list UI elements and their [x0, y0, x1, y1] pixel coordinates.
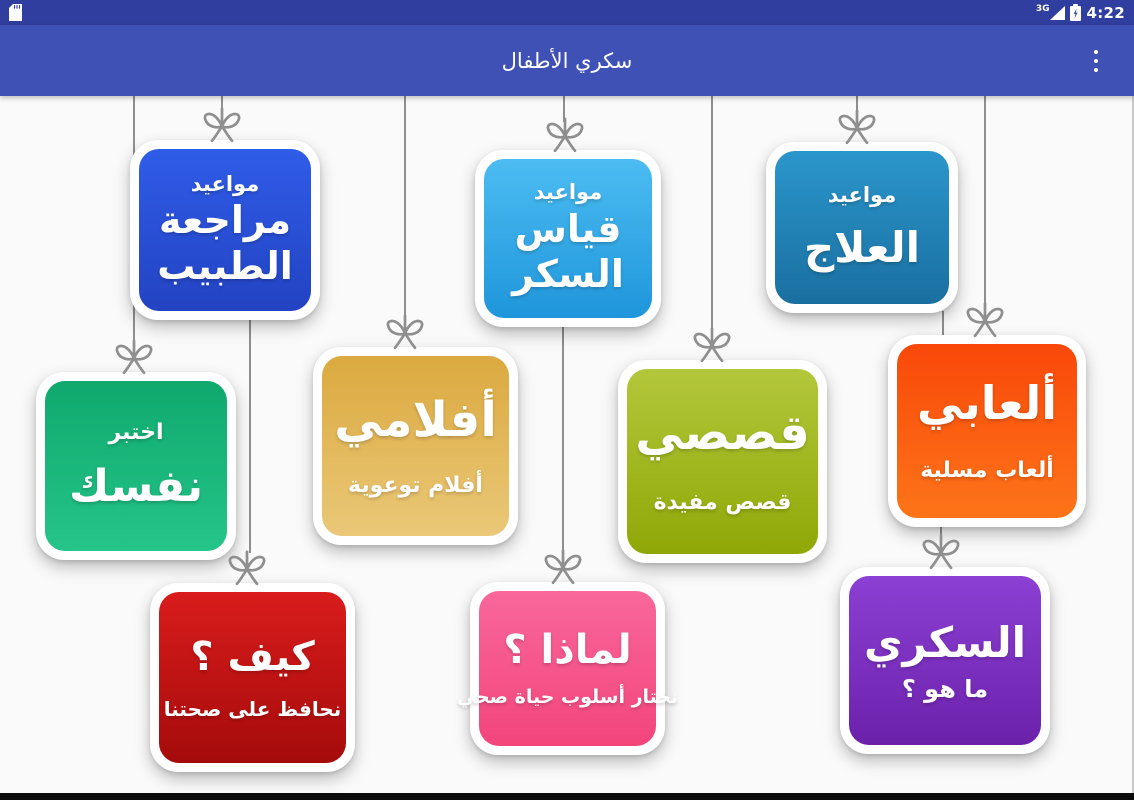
app-bar: سكري الأطفال — [0, 25, 1134, 96]
card-text-big: قصصي — [635, 405, 810, 462]
hanging-string — [984, 96, 986, 307]
hanging-string — [563, 96, 565, 122]
card-text-small: قصص مفيدة — [653, 490, 792, 516]
card-text-small: نحافظ على صحتنا — [163, 696, 342, 721]
ribbon-bow-icon — [961, 300, 1009, 338]
card-text-big: أفلامي — [334, 391, 497, 448]
hanging-string — [562, 325, 564, 552]
card-face: أفلامي أفلام توعوية — [322, 356, 509, 536]
ribbon-bow-icon — [833, 107, 881, 145]
card-text-big: السكر — [512, 252, 624, 297]
overflow-dot — [1093, 67, 1099, 73]
card-text-small: أفلام توعوية — [348, 472, 483, 498]
card-text-small: اختبر — [108, 420, 164, 446]
card-text-small: ألعاب مسلية — [920, 458, 1054, 484]
card-my-stories[interactable]: قصصي قصص مفيدة — [618, 360, 827, 563]
card-text-small: ما هو ؟ — [901, 674, 989, 703]
card-text-big: قياس — [514, 206, 622, 251]
card-text-big: نفسك — [69, 460, 203, 512]
card-text-small: نختار أسلوب حياة صحي — [456, 686, 679, 709]
page-title: سكري الأطفال — [501, 48, 633, 73]
hanging-string — [942, 311, 944, 340]
battery-icon — [1070, 4, 1082, 21]
card-face: السكري ما هو ؟ — [849, 576, 1041, 745]
overflow-dot — [1093, 58, 1099, 64]
card-text-big: لماذا ؟ — [503, 627, 632, 674]
ribbon-bow-icon — [541, 115, 589, 153]
card-treatment-appointments[interactable]: مواعيد العلاج — [766, 142, 958, 313]
network-type-label: 3G — [1035, 3, 1050, 14]
card-face: قصصي قصص مفيدة — [627, 369, 818, 554]
card-face: مواعيد العلاج — [775, 151, 949, 304]
card-face: لماذا ؟ نختار أسلوب حياة صحي — [457, 591, 678, 746]
hanging-string — [856, 96, 858, 114]
overflow-dot — [1093, 49, 1099, 55]
card-text-big: الطبيب — [157, 243, 293, 288]
hanging-string — [404, 96, 406, 319]
signal-3g-icon: 3G — [1035, 3, 1066, 20]
ribbon-bow-icon — [110, 337, 158, 375]
overflow-menu-button[interactable] — [1082, 43, 1110, 79]
card-test-yourself[interactable]: اختبر نفسك — [36, 372, 236, 560]
ribbon-bow-icon — [198, 105, 246, 143]
screen-edge-line — [1132, 96, 1134, 793]
status-bar: 3G 4:22 — [0, 0, 1134, 25]
card-text-big: مراجعة — [158, 198, 292, 243]
card-face: كيف ؟ نحافظ على صحتنا — [159, 592, 346, 763]
ribbon-bow-icon — [917, 532, 965, 570]
card-text-big: العلاج — [803, 222, 921, 272]
hanging-string — [711, 96, 713, 332]
ribbon-bow-icon — [688, 325, 736, 363]
card-face: اختبر نفسك — [45, 381, 227, 551]
card-my-games[interactable]: ألعابي ألعاب مسلية — [888, 335, 1086, 527]
card-text-big: كيف ؟ — [190, 633, 315, 680]
ribbon-bow-icon — [381, 312, 429, 350]
card-text-big: ألعابي — [916, 375, 1058, 430]
card-why-healthy-lifestyle[interactable]: لماذا ؟ نختار أسلوب حياة صحي — [457, 582, 678, 755]
card-text-small: مواعيد — [827, 183, 897, 208]
hanging-string — [249, 318, 251, 553]
clock-text: 4:22 — [1086, 3, 1125, 22]
hanging-string — [221, 96, 223, 112]
card-text-small: مواعيد — [190, 171, 260, 196]
card-my-films[interactable]: أفلامي أفلام توعوية — [313, 347, 518, 545]
card-how-keep-healthy[interactable]: كيف ؟ نحافظ على صحتنا — [150, 583, 355, 772]
card-what-is-diabetes[interactable]: السكري ما هو ؟ — [840, 567, 1050, 754]
ribbon-bow-icon — [223, 548, 271, 586]
sd-card-icon — [9, 4, 22, 21]
hanging-string — [940, 525, 942, 539]
card-text-small: مواعيد — [533, 180, 603, 205]
bottom-edge-bar — [0, 793, 1134, 800]
card-face: ألعابي ألعاب مسلية — [897, 344, 1077, 518]
card-text-big: السكري — [864, 617, 1026, 667]
ribbon-bow-icon — [539, 547, 587, 585]
